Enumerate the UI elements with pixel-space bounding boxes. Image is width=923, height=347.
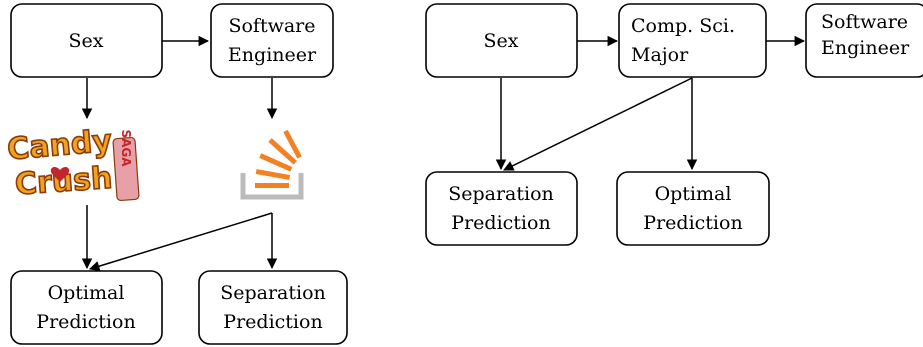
node-software-engineer-right: Software Engineer bbox=[805, 3, 923, 78]
node-separation-prediction-left: Separation Prediction bbox=[198, 270, 348, 345]
node-software-engineer-right-line2: Engineer bbox=[821, 37, 910, 59]
node-sex-right-label: Sex bbox=[484, 30, 519, 52]
node-separation-prediction-right-line1: Separation bbox=[448, 183, 554, 205]
left-diagram: Sex Software Engineer Candy Crush SAGA bbox=[5, 3, 348, 345]
node-separation-prediction-left-line1: Separation bbox=[220, 282, 326, 304]
edge-comp-sci-major-to-separation bbox=[503, 77, 693, 171]
stack-bar-5 bbox=[283, 129, 302, 159]
candy-heart-icon bbox=[50, 167, 70, 182]
right-diagram: Sex Comp. Sci. Major Software Engineer S… bbox=[425, 3, 923, 246]
candy-crush-line2: Crush bbox=[14, 161, 114, 203]
node-sex-left-label: Sex bbox=[69, 30, 104, 52]
node-sex-left: Sex bbox=[10, 3, 163, 78]
stack-overflow-logo-icon bbox=[240, 129, 304, 200]
candy-crush-logo-icon: Candy Crush SAGA bbox=[5, 123, 140, 203]
edge-stack-overflow-to-optimal bbox=[88, 212, 273, 272]
stack-bar-1 bbox=[255, 183, 289, 188]
node-sex-right: Sex bbox=[425, 3, 578, 78]
node-separation-prediction-left-line2: Prediction bbox=[223, 311, 322, 333]
node-comp-sci-major-line2: Major bbox=[631, 44, 689, 66]
node-separation-prediction-right-line2: Prediction bbox=[451, 212, 550, 234]
node-separation-prediction-right: Separation Prediction bbox=[425, 171, 578, 246]
node-comp-sci-major: Comp. Sci. Major bbox=[618, 3, 767, 78]
node-optimal-prediction-right: Optimal Prediction bbox=[616, 171, 770, 246]
node-optimal-prediction-left-line2: Prediction bbox=[36, 311, 135, 333]
stack-bar-3 bbox=[259, 153, 293, 172]
stack-bar-2 bbox=[255, 169, 291, 180]
node-software-engineer-left-line2: Engineer bbox=[228, 44, 317, 66]
node-optimal-prediction-left-line1: Optimal bbox=[48, 282, 125, 304]
node-software-engineer-right-line1: Software bbox=[821, 11, 908, 33]
node-comp-sci-major-line1: Comp. Sci. bbox=[631, 15, 735, 37]
saga-tag bbox=[112, 136, 140, 202]
node-software-engineer-left: Software Engineer bbox=[210, 3, 334, 78]
node-optimal-prediction-right-line2: Prediction bbox=[643, 212, 742, 234]
stack-bar-4 bbox=[268, 138, 297, 165]
node-optimal-prediction-right-line1: Optimal bbox=[655, 183, 732, 205]
saga-tag-label: SAGA bbox=[119, 129, 133, 167]
node-software-engineer-left-line1: Software bbox=[228, 15, 315, 37]
stack-tray bbox=[240, 173, 304, 200]
node-optimal-prediction-left: Optimal Prediction bbox=[10, 270, 163, 345]
